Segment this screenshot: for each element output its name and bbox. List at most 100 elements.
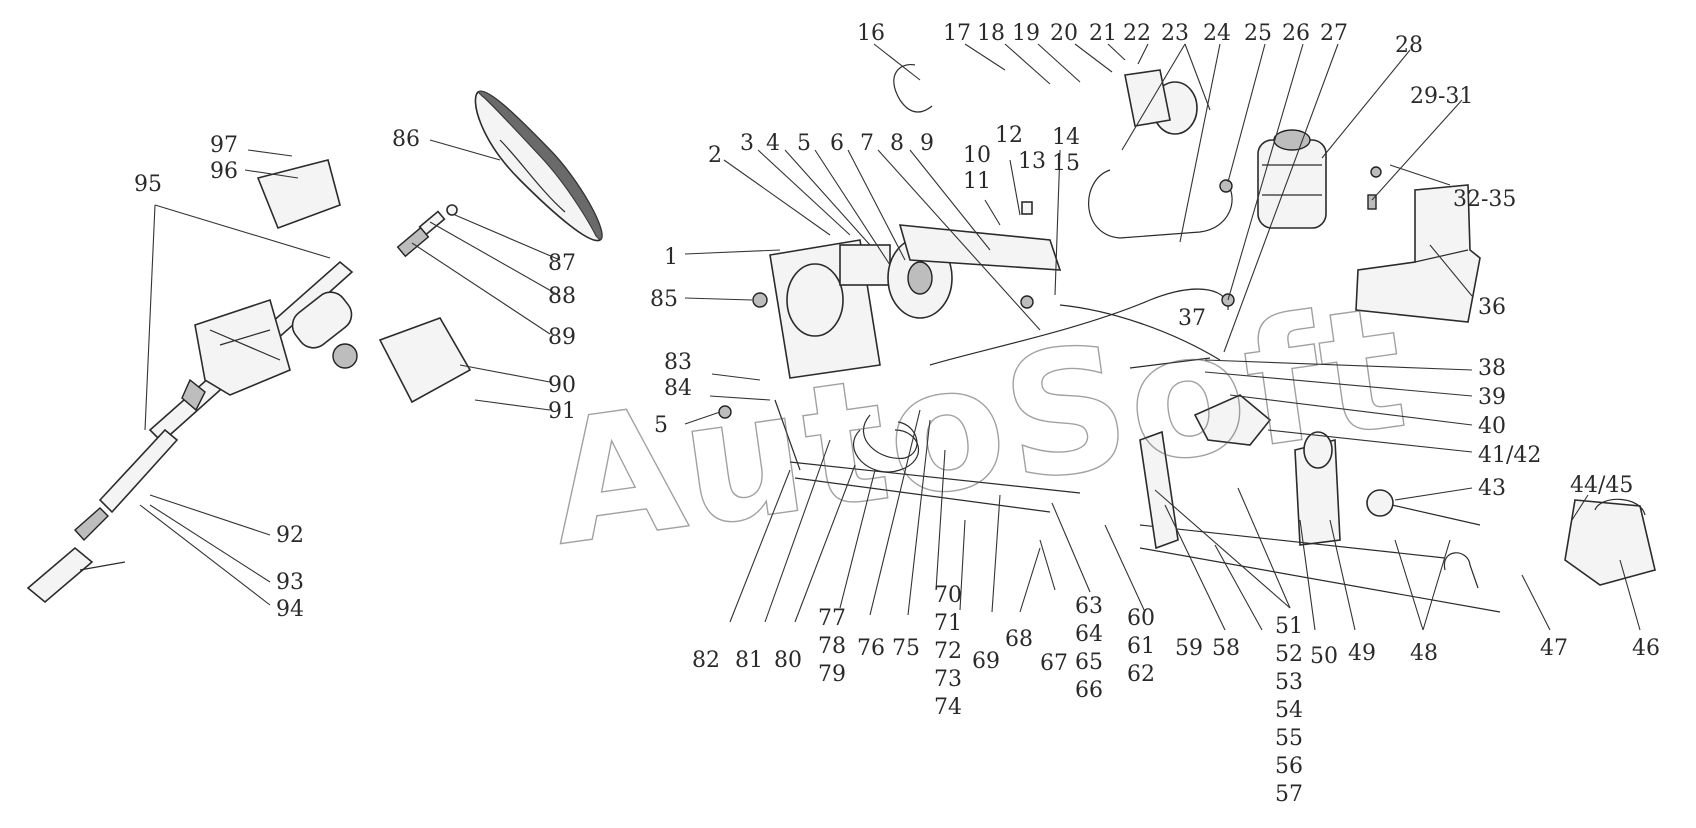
- callout-44-45: 44/45: [1570, 473, 1633, 498]
- mounting-plate-loop: [1594, 498, 1646, 516]
- hose-coil-2: [862, 414, 918, 459]
- callout-94: 94: [276, 597, 304, 622]
- callout-57: 57: [1275, 782, 1303, 807]
- reservoir-bracket: [1355, 184, 1481, 323]
- callout-10: 10: [963, 143, 991, 168]
- callout-40: 40: [1478, 414, 1506, 439]
- callout-72: 72: [934, 639, 962, 664]
- callout-83: 83: [664, 350, 692, 375]
- power-steering-assembly: [718, 63, 1656, 613]
- callout-68: 68: [1005, 627, 1033, 652]
- callout-21: 21: [1089, 21, 1117, 46]
- callout-11: 11: [963, 169, 991, 194]
- callout-7: 7: [860, 131, 874, 156]
- callout-50: 50: [1310, 644, 1338, 669]
- callout-46: 46: [1632, 636, 1660, 661]
- lower-column-cover: [378, 317, 472, 404]
- callout-17: 17: [943, 21, 971, 46]
- callout-96: 96: [210, 159, 238, 184]
- steering-column-assembly: [26, 90, 603, 604]
- callout-6: 6: [830, 131, 844, 156]
- relay-lever-bush: [1303, 431, 1333, 469]
- bolt-29: [1367, 194, 1377, 210]
- callout-4: 4: [766, 131, 780, 156]
- callout-25: 25: [1244, 21, 1272, 46]
- callout-82: 82: [692, 648, 720, 673]
- ball-joint-rod: [1391, 504, 1481, 526]
- callout-27: 27: [1320, 21, 1348, 46]
- callout-65: 65: [1075, 650, 1103, 675]
- callout-5-lower: 5: [654, 413, 668, 438]
- column-knob: [332, 343, 358, 369]
- column-housing: [291, 291, 353, 349]
- bolt-32: [1370, 166, 1382, 178]
- fitting-85: [752, 292, 768, 308]
- callout-19: 19: [1012, 21, 1040, 46]
- callout-86: 86: [392, 127, 420, 152]
- feed-pipe: [1059, 304, 1221, 361]
- shaft-spline: [74, 507, 109, 542]
- callout-41-42: 41/42: [1478, 443, 1541, 468]
- callout-58: 58: [1212, 636, 1240, 661]
- tie-rod-lower: [1139, 547, 1501, 613]
- callout-43: 43: [1478, 476, 1506, 501]
- callout-32-35: 32-35: [1453, 187, 1516, 212]
- callout-64: 64: [1075, 622, 1103, 647]
- column-bracket: [194, 298, 291, 396]
- callout-77: 77: [818, 606, 846, 631]
- steering-gear-housing-bore: [786, 263, 844, 337]
- callout-97: 97: [210, 133, 238, 158]
- callout-69: 69: [972, 649, 1000, 674]
- upper-column-cover: [256, 159, 341, 230]
- tie-rod-center: [789, 461, 1081, 494]
- callout-87: 87: [548, 251, 576, 276]
- callout-56: 56: [1275, 754, 1303, 779]
- callout-62: 62: [1127, 662, 1155, 687]
- clip-pin: [79, 561, 126, 571]
- callout-90: 90: [548, 373, 576, 398]
- column-bracket-detail: [209, 329, 281, 361]
- callout-5-top: 5: [797, 131, 811, 156]
- callout-70: 70: [934, 583, 962, 608]
- lower-shaft: [98, 428, 179, 514]
- callout-14: 14: [1052, 125, 1080, 150]
- lower-universal-joint: [26, 546, 94, 604]
- tie-rod-upper: [1139, 524, 1446, 559]
- callout-18: 18: [977, 21, 1005, 46]
- callout-89: 89: [548, 325, 576, 350]
- callout-3: 3: [740, 131, 754, 156]
- callout-55: 55: [1275, 726, 1303, 751]
- callout-26: 26: [1282, 21, 1310, 46]
- callout-13: 13: [1018, 149, 1046, 174]
- callout-16: 16: [857, 21, 885, 46]
- callout-2: 2: [708, 143, 722, 168]
- callout-60: 60: [1127, 606, 1155, 631]
- callout-49: 49: [1348, 641, 1376, 666]
- callout-28: 28: [1395, 33, 1423, 58]
- steering-wheel: [474, 90, 603, 242]
- callout-73: 73: [934, 667, 962, 692]
- callout-39: 39: [1478, 385, 1506, 410]
- wheel-nut: [446, 204, 458, 216]
- callout-23: 23: [1161, 21, 1189, 46]
- callout-52: 52: [1275, 642, 1303, 667]
- leader-lines: [139, 43, 1641, 631]
- callout-63: 63: [1075, 594, 1103, 619]
- drag-link-rod: [1129, 357, 1211, 369]
- callout-37: 37: [1178, 306, 1206, 331]
- callout-78: 78: [818, 634, 846, 659]
- callout-76: 76: [857, 636, 885, 661]
- callout-81: 81: [735, 648, 763, 673]
- frame-bracket: [898, 224, 1062, 271]
- callout-54: 54: [1275, 698, 1303, 723]
- callout-67: 67: [1040, 651, 1068, 676]
- bracket-fold: [1414, 249, 1469, 263]
- callout-71: 71: [934, 611, 962, 636]
- callout-29-31: 29-31: [1410, 84, 1473, 109]
- hose-16: [893, 63, 933, 113]
- callout-38: 38: [1478, 356, 1506, 381]
- fitting-12: [1020, 295, 1034, 309]
- callout-74: 74: [934, 695, 962, 720]
